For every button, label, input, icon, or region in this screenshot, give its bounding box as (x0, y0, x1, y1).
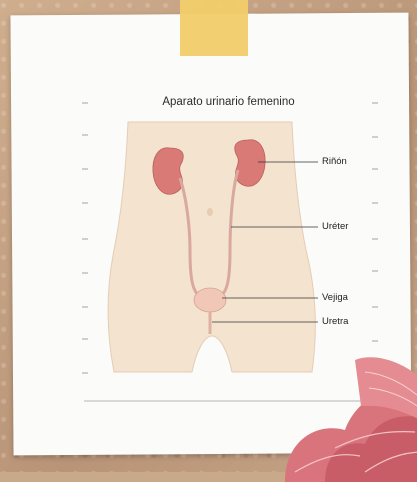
torso-silhouette (108, 122, 315, 372)
label-kidney: Riñón (322, 156, 347, 167)
navel (207, 208, 213, 216)
left-kidney (153, 148, 183, 194)
label-urethra: Uretra (322, 316, 348, 327)
label-ureter: Uréter (322, 221, 348, 232)
label-bladder: Vejiga (322, 292, 348, 303)
flower-decoration (265, 352, 417, 482)
bladder (194, 288, 226, 312)
right-kidney (235, 140, 265, 186)
